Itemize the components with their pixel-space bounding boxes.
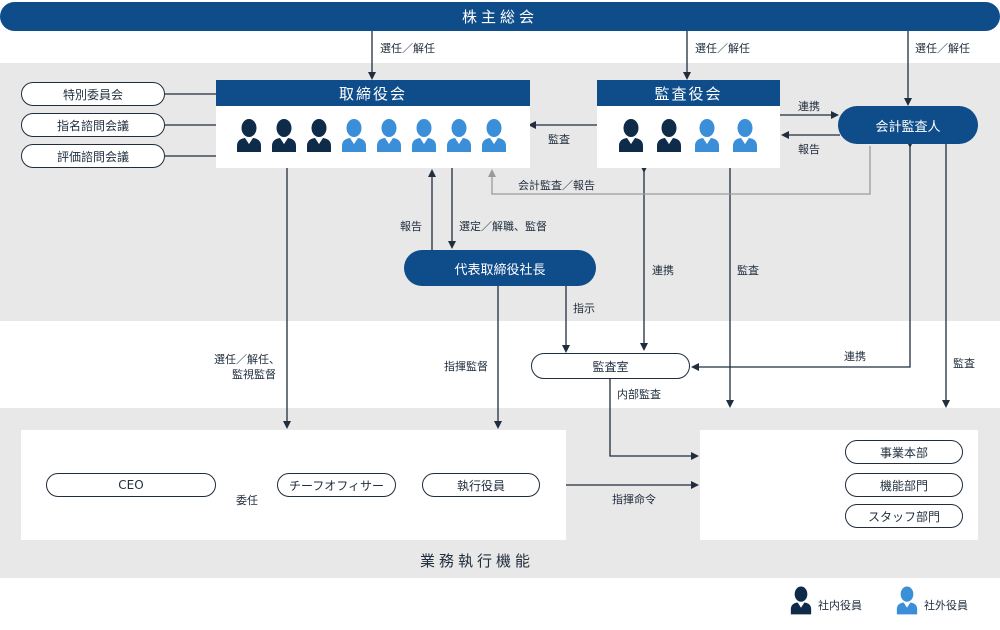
- label-houkoku-president: 報告: [400, 220, 422, 233]
- internal-officer-icon: [618, 118, 644, 156]
- external-officer-icon: [376, 118, 402, 156]
- legend-external-label: 社外役員: [924, 599, 968, 612]
- label-kansa-board: 監査: [548, 133, 570, 146]
- label-shiki-meirei: 指揮命令: [612, 493, 656, 506]
- committee-special: 特別委員会: [21, 82, 165, 106]
- label-shiki-kantoku: 指揮監督: [444, 360, 488, 373]
- representative-director: 代表取締役社長: [404, 250, 596, 286]
- dept-functional: 機能部門: [845, 473, 963, 497]
- accounting-auditor: 会計監査人: [838, 106, 978, 144]
- audit-office: 監査室: [531, 353, 690, 379]
- label-shiji: 指示: [573, 302, 595, 315]
- legend: 社内役員 社外役員: [790, 585, 990, 619]
- label-accounting-audit: 会計監査／報告: [518, 179, 595, 192]
- audit-board-title: 監査役会: [597, 80, 780, 106]
- flow-ceo: CEO: [46, 473, 216, 497]
- flow-executive-officer: 執行役員: [422, 473, 540, 497]
- board-title: 取締役会: [216, 80, 530, 106]
- committee-nomination: 指名諮問会議: [21, 113, 165, 137]
- external-officer-icon: [896, 585, 918, 619]
- dept-business: 事業本部: [845, 440, 963, 464]
- label-kansa-auditor-depts: 監査: [953, 357, 975, 370]
- shareholders-meeting-label: 株主総会: [461, 8, 538, 26]
- audit-board: 監査役会: [597, 80, 780, 168]
- internal-officer-icon: [236, 118, 262, 156]
- board-of-directors: 取締役会: [216, 80, 530, 168]
- committee-evaluation: 評価諮問会議: [21, 144, 165, 168]
- label-internal-audit: 内部監査: [617, 388, 661, 401]
- label-renkei-office: 連携: [652, 264, 674, 277]
- label-kansa-depts: 監査: [737, 264, 759, 277]
- internal-officer-icon: [656, 118, 682, 156]
- shareholders-meeting-bar: 株主総会: [0, 2, 1000, 31]
- label-renkei-auditor-office: 連携: [844, 350, 866, 363]
- external-officer-icon: [732, 118, 758, 156]
- internal-officer-icon: [306, 118, 332, 156]
- label-houkoku-auditor: 報告: [798, 143, 820, 156]
- label-board-exec-1: 選任／解任、: [214, 353, 280, 366]
- flow-chief-officer: チーフオフィサー: [277, 473, 396, 497]
- external-officer-icon: [446, 118, 472, 156]
- external-officer-icon: [481, 118, 507, 156]
- label-senntei: 選定／解職、監督: [459, 220, 547, 233]
- execution-title: 業務執行機能: [420, 552, 535, 570]
- label-elect-audit: 選任／解任: [695, 42, 750, 55]
- label-inin: 委任: [236, 494, 258, 507]
- internal-officer-icon: [271, 118, 297, 156]
- label-board-exec-2: 監視監督: [232, 368, 276, 381]
- internal-officer-icon: [790, 585, 812, 619]
- label-elect-board: 選任／解任: [380, 42, 435, 55]
- label-elect-auditor: 選任／解任: [915, 42, 970, 55]
- external-officer-icon: [411, 118, 437, 156]
- external-officer-icon: [341, 118, 367, 156]
- legend-internal-label: 社内役員: [818, 599, 862, 612]
- dept-staff: スタッフ部門: [845, 504, 963, 528]
- label-renkei-auditor: 連携: [798, 100, 820, 113]
- external-officer-icon: [694, 118, 720, 156]
